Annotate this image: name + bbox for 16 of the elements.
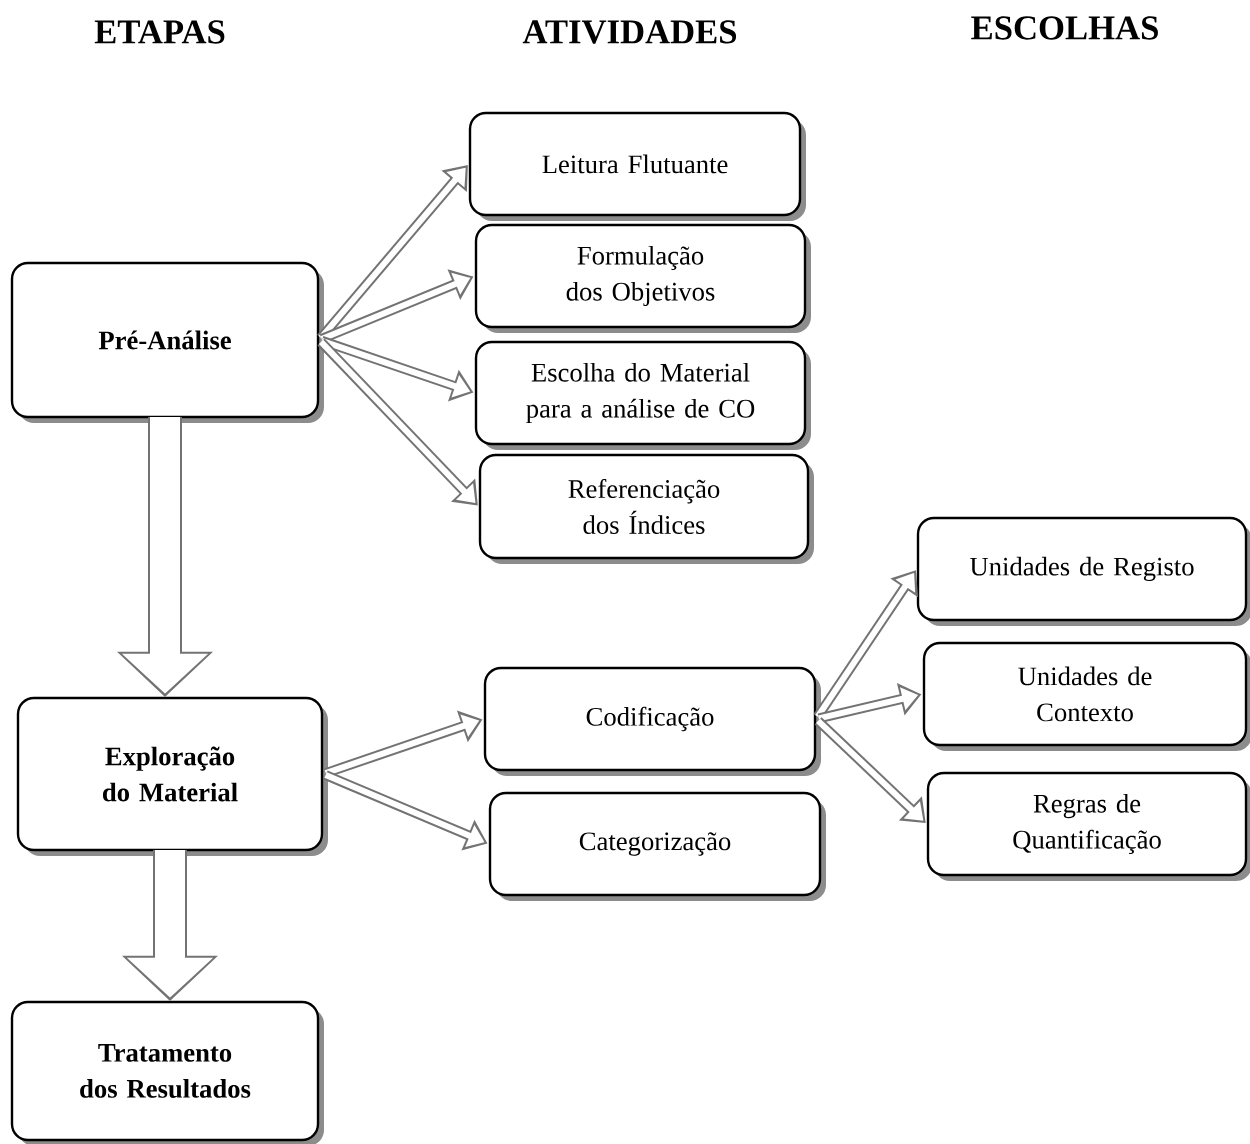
activity-box: Unidades de Registo [916,516,1250,626]
column-heading: ESCOLHAS [971,16,1158,40]
activity-box: Formulação dos Objetivos [474,223,811,333]
activity-box: Categorização [488,791,826,901]
activity-box: Codificação [483,666,821,776]
activity-box: Referenciação dos Índices [478,453,814,564]
block-arrow [814,717,926,823]
column-heading: ETAPAS [94,20,225,44]
stage-box: Tratamento dos Resultados [10,1000,324,1144]
stage-box: Pré-Análise [10,261,324,423]
column-heading: ATIVIDADES [522,20,737,44]
activity-box: Unidades de Contexto [922,641,1250,751]
stage-box: Exploração do Material [16,696,328,856]
activity-box: Regras de Quantificação [926,771,1250,881]
activity-box: Escolha do Material para a análise de CO [474,340,811,450]
activity-box: Leitura Flutuante [468,111,806,221]
